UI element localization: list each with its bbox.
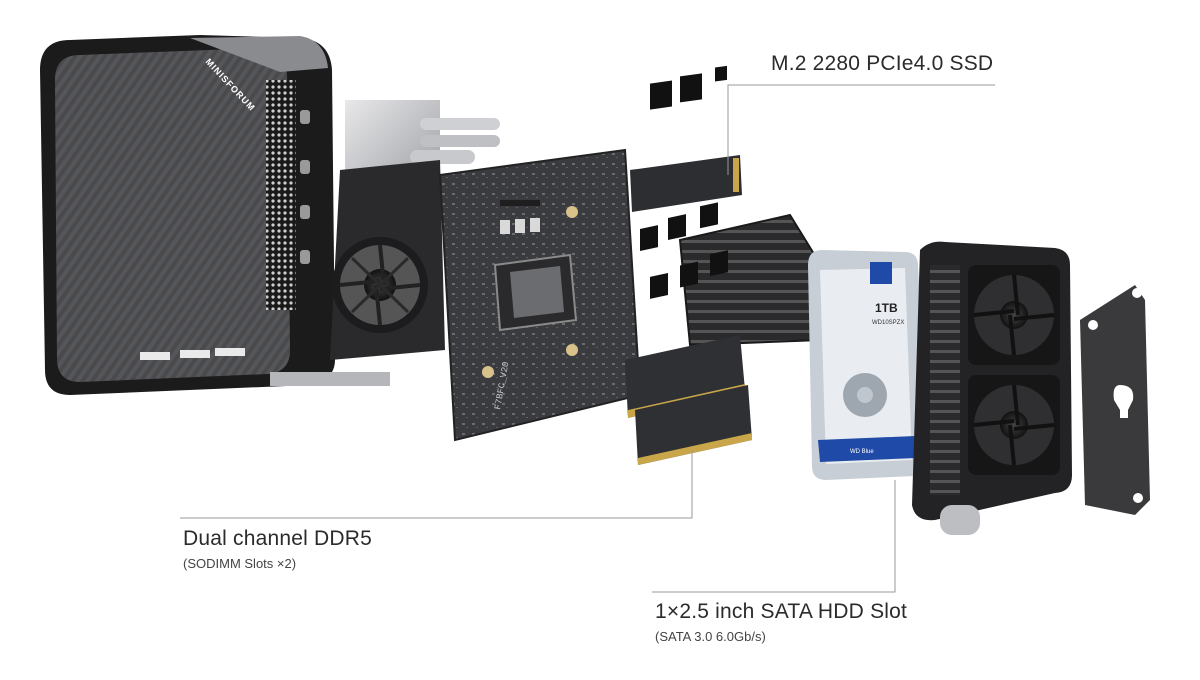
- cpu-die: [493, 253, 578, 332]
- hdd-callout-subtitle: (SATA 3.0 6.0Gb/s): [655, 629, 766, 644]
- memory-callout-title: Dual channel DDR5: [183, 527, 372, 550]
- callout-leader-lines: [180, 84, 995, 593]
- hdd-callout-title: 1×2.5 inch SATA HDD Slot: [655, 600, 908, 623]
- hdd-2-5-inch: 1TB WD10SPZX WD Blue: [808, 250, 930, 480]
- ssd-leader-line: [727, 84, 995, 175]
- bottom-cover-dual-fans: [912, 241, 1072, 535]
- cpu-cooler: [270, 100, 500, 386]
- motherboard-heatsink: [678, 213, 832, 347]
- ddr5-sodimm-modules: [625, 202, 752, 465]
- side-vent-grille: [266, 80, 296, 310]
- hdd-capacity-text: 1TB: [875, 301, 898, 315]
- ssd-callout-title: M.2 2280 PCIe4.0 SSD: [771, 52, 994, 75]
- memory-callout-subtitle: (SODIMM Slots ×2): [183, 556, 297, 571]
- vesa-mount-bracket: [1080, 285, 1150, 515]
- cooling-fan-top: [968, 265, 1060, 365]
- sodimm-module-2: [635, 250, 752, 465]
- hdd-model-text: WD10SPZX: [872, 320, 904, 326]
- cooling-fan-bottom: [968, 375, 1060, 475]
- hdd-series-text: WD Blue: [850, 449, 874, 455]
- chassis-case: MINISFORUM: [40, 35, 335, 395]
- blower-fan: [332, 237, 428, 333]
- motherboard: F7BFC_V20: [438, 148, 642, 442]
- hdd-leader-line: [652, 480, 896, 593]
- m2-ssd: [630, 65, 742, 212]
- ddr-leader-line: [180, 450, 693, 519]
